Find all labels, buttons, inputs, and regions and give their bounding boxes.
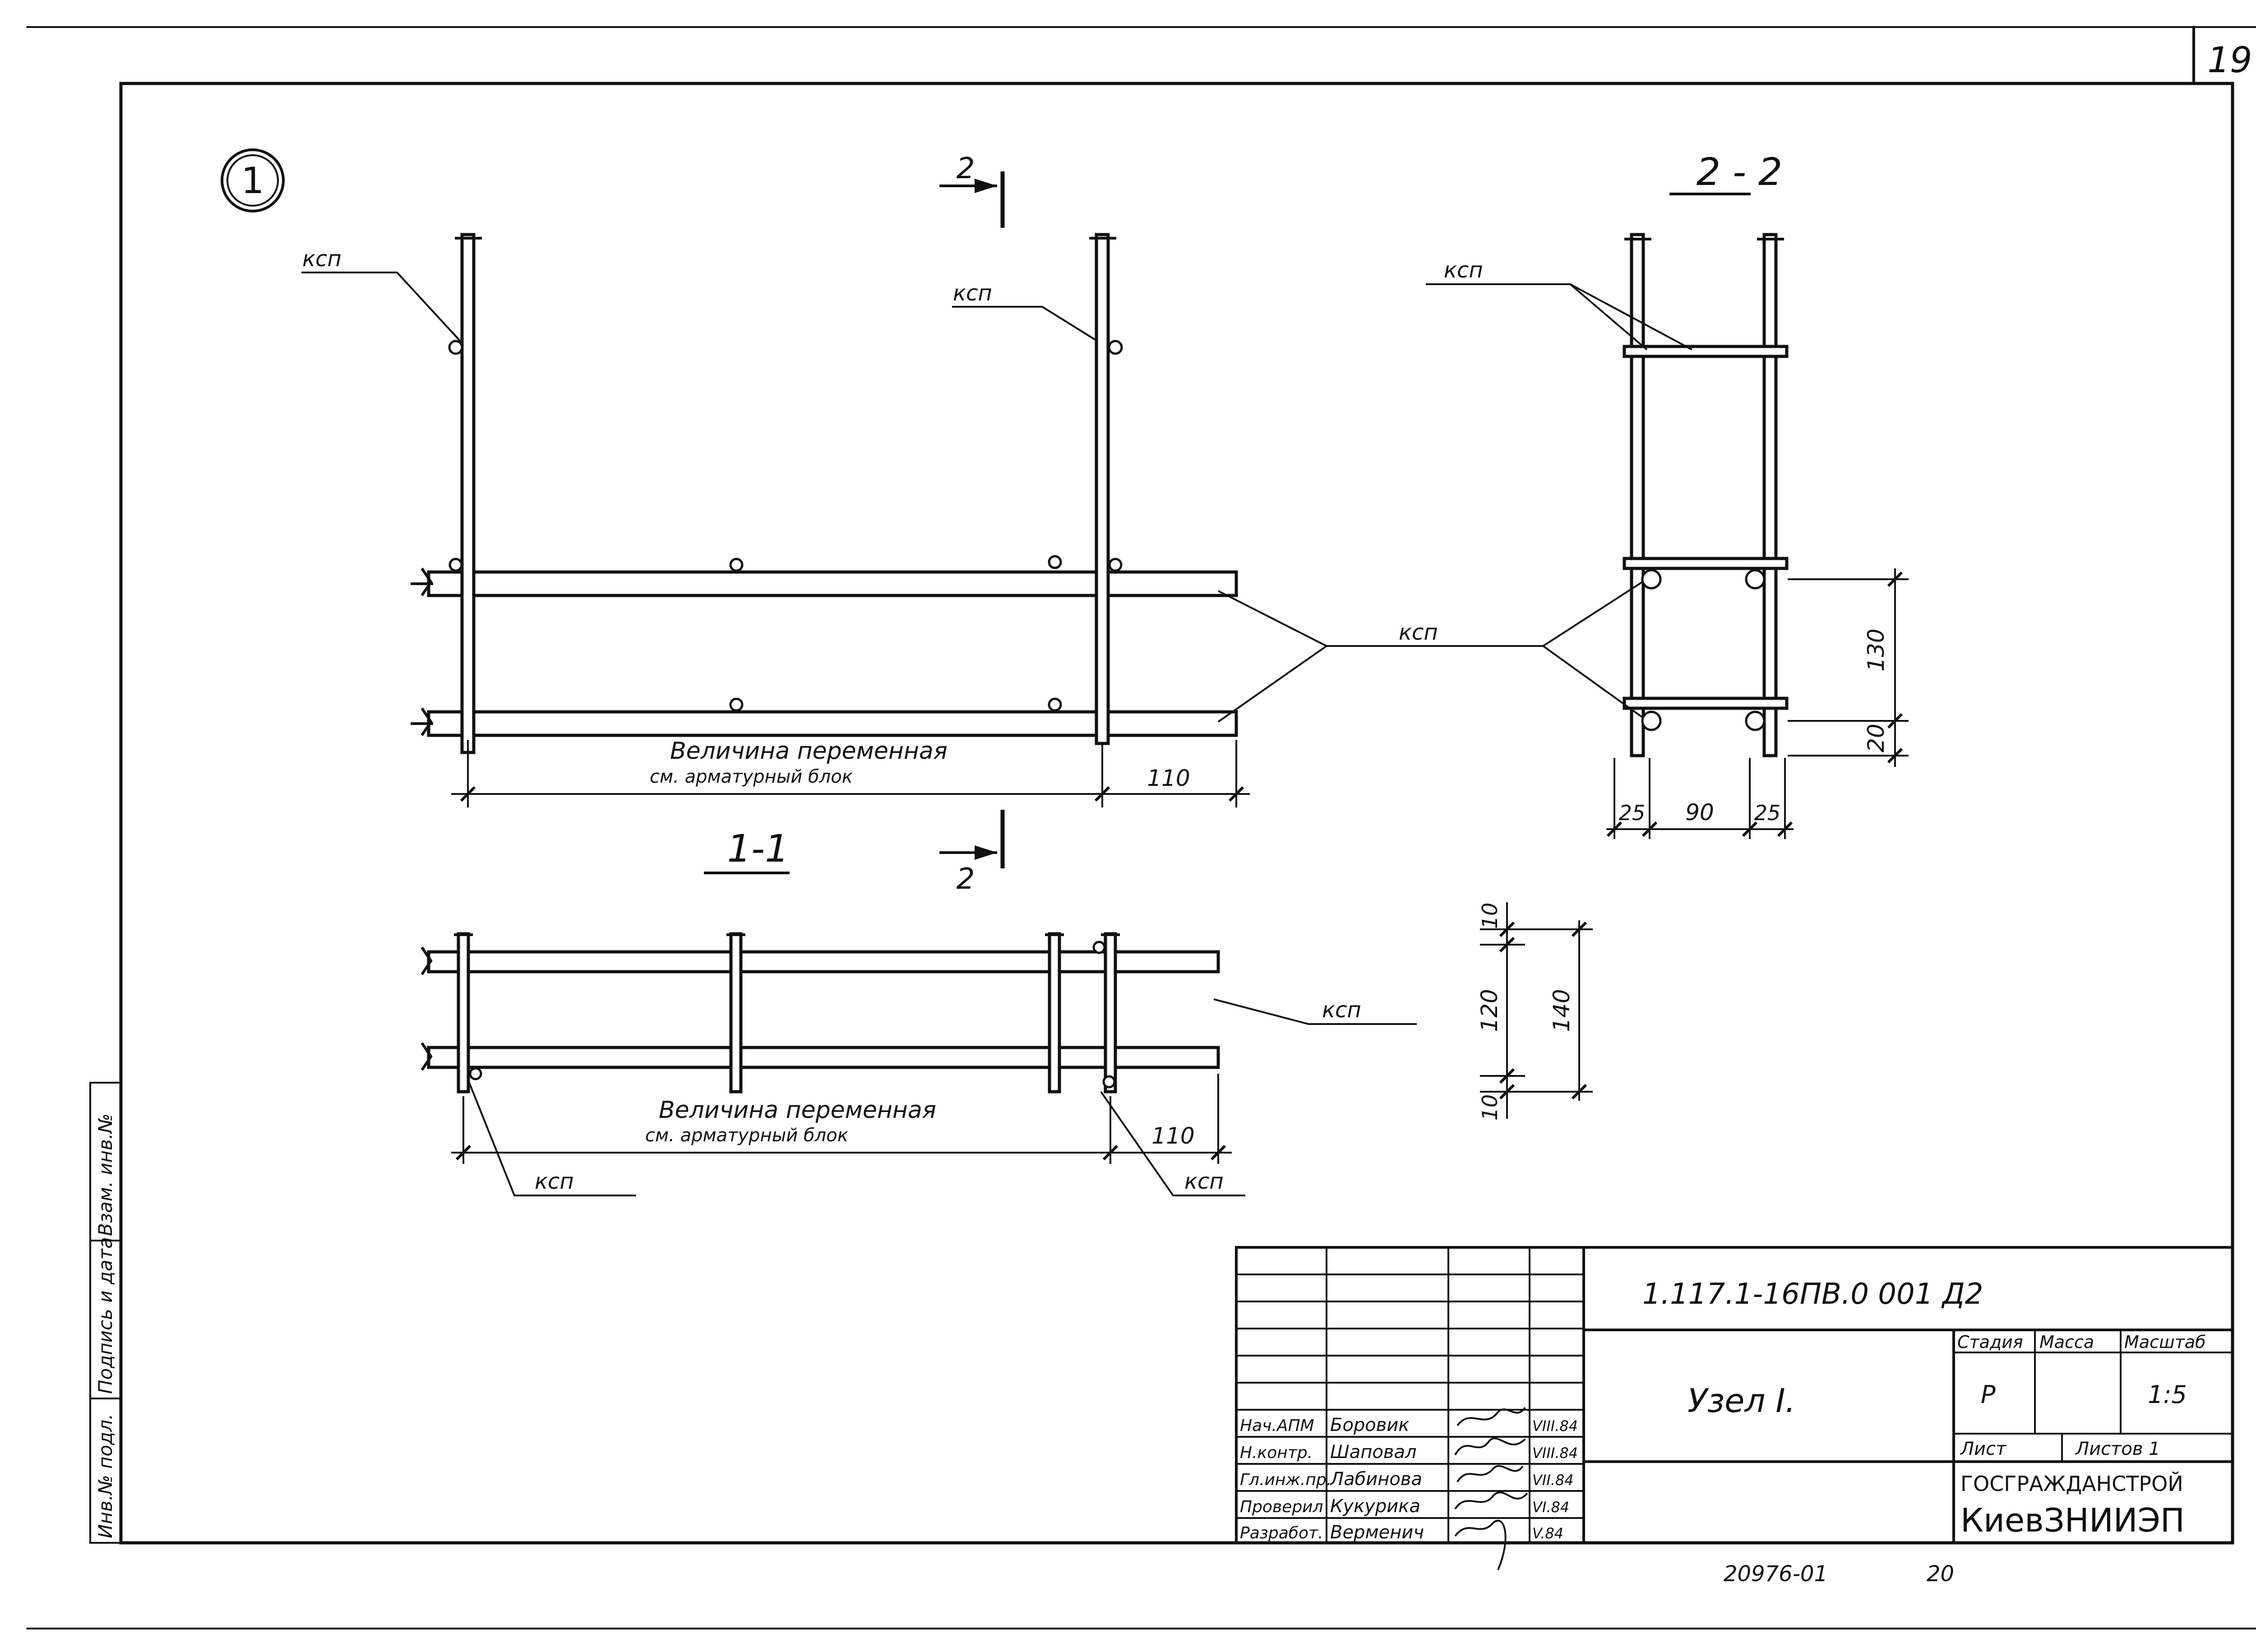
footer: 20976-01 20 bbox=[1724, 1561, 1954, 1587]
left-binding-strip: Инв.№ подл. Подпись и дата Взам. инв.№ bbox=[89, 1082, 122, 1544]
organization-line-1: ГОСГРАЖДАНСТРОЙ bbox=[1960, 1472, 2183, 1496]
signature-role-1: Н.контр. bbox=[1240, 1444, 1313, 1462]
plan-bottom-ksp-label: ксп bbox=[1184, 1169, 1224, 1194]
top-right-vertical-bar bbox=[1095, 233, 1110, 745]
signature-date-4: V.84 bbox=[1532, 1525, 1563, 1542]
section-left-vertical-bar bbox=[1630, 233, 1645, 757]
shared-ksp-label: ксп bbox=[1399, 620, 1438, 645]
signature-name-2: Лабинова bbox=[1329, 1469, 1422, 1490]
cut-arrow-upper-label: 2 bbox=[957, 152, 975, 185]
plan-dim-10-bottom: 10 bbox=[1478, 1094, 1502, 1121]
top-end-dimension: 110 bbox=[1147, 765, 1190, 791]
plan-dim-10-top: 10 bbox=[1478, 903, 1502, 929]
drawing-title: Узел I. bbox=[1687, 1382, 1795, 1420]
stage-header: Стадия bbox=[1957, 1332, 2023, 1352]
section-dim-130: 130 bbox=[1863, 628, 1889, 671]
plan-span-label-1: Величина переменная bbox=[659, 1097, 936, 1124]
top-left-vertical-bar bbox=[460, 233, 476, 754]
strip-cell-inv-no: Инв.№ подл. bbox=[94, 1414, 116, 1538]
signature-name-1: Шаповал bbox=[1330, 1442, 1417, 1463]
signature-date-3: VI.84 bbox=[1532, 1499, 1569, 1516]
top-upper-longitudinal-bar bbox=[427, 570, 1238, 597]
plan-span-label-2: см. арматурный блок bbox=[645, 1125, 848, 1146]
section-cut-arrows: 2 2 bbox=[939, 152, 1005, 896]
cut-arrow-lower-label: 2 bbox=[957, 863, 975, 896]
signature-role-0: Нач.АПМ bbox=[1240, 1417, 1314, 1435]
section-dim-25-left: 25 bbox=[1619, 801, 1646, 825]
signature-date-0: VIII.84 bbox=[1532, 1417, 1578, 1435]
section-top-ksp-label: ксп bbox=[1444, 258, 1483, 283]
document-code: 1.117.1-16ПВ.0 001 Д2 bbox=[1642, 1278, 1983, 1311]
plan-end-dimension: 110 bbox=[1151, 1123, 1194, 1149]
section-dim-25-right: 25 bbox=[1754, 801, 1781, 825]
plan-right-ksp-label: ксп bbox=[1322, 997, 1361, 1023]
plan-dim-120: 120 bbox=[1476, 989, 1502, 1032]
sheets-label: Листов 1 bbox=[2075, 1439, 2160, 1459]
signature-date-2: VII.84 bbox=[1532, 1472, 1574, 1489]
top-right-ksp-label: ксп bbox=[953, 281, 992, 306]
signature-role-4: Разработ. bbox=[1240, 1524, 1323, 1542]
signature-role-2: Гл.инж.пр. bbox=[1240, 1471, 1331, 1489]
section-dim-20: 20 bbox=[1863, 724, 1889, 752]
handwritten-signatures bbox=[1454, 1407, 1528, 1570]
signature-name-0: Боровик bbox=[1330, 1415, 1410, 1435]
organization-line-2: КиевЗНИИЭП bbox=[1960, 1501, 2185, 1539]
scale-header: Масштаб bbox=[2124, 1332, 2206, 1352]
signature-name-4: Верменич bbox=[1330, 1522, 1424, 1543]
title-block: Нач.АПМ Боровик VIII.84 Н.контр. Шаповал… bbox=[1235, 1246, 2234, 1570]
top-lower-longitudinal-bar bbox=[427, 710, 1238, 737]
section-2-2-view: 2 - 2 ксп 130 20 bbox=[1426, 150, 1909, 839]
strip-cell-replacement-inv: Взам. инв.№ bbox=[94, 1113, 116, 1236]
mass-header: Масса bbox=[2039, 1332, 2094, 1352]
plan-dim-140: 140 bbox=[1549, 989, 1575, 1032]
section-right-vertical-bar bbox=[1762, 233, 1778, 757]
signature-date-1: VIII.84 bbox=[1532, 1444, 1578, 1462]
section-top-cross-bar bbox=[1623, 345, 1789, 358]
sheet-frame: 19 bbox=[26, 26, 2256, 1629]
shared-ksp-callout: ксп bbox=[1217, 581, 1643, 723]
scale-value: 1:5 bbox=[2148, 1380, 2187, 1409]
section-1-1-label: 1-1 bbox=[727, 826, 789, 871]
top-span-label-1: Величина переменная bbox=[670, 738, 948, 765]
detail-marker-number: 1 bbox=[241, 160, 264, 202]
signature-name-3: Кукурика bbox=[1330, 1496, 1420, 1517]
section-1-1-plan-view: ксп ксп ксп Величина переменная см. арма… bbox=[421, 902, 1593, 1196]
plan-upper-bar bbox=[427, 950, 1220, 974]
section-bottom-cross-bar bbox=[1623, 697, 1789, 710]
top-span-label-2: см. арматурный блок bbox=[650, 766, 853, 787]
page-number: 19 bbox=[2207, 40, 2252, 81]
order-number: 20976-01 bbox=[1724, 1561, 1828, 1587]
plan-lower-bar bbox=[427, 1046, 1220, 1069]
section-2-2-label: 2 - 2 bbox=[1697, 150, 1783, 194]
stage-value: Р bbox=[1981, 1380, 1996, 1409]
section-middle-cross-bar bbox=[1623, 557, 1789, 570]
detail-marker: 1 bbox=[221, 148, 285, 212]
section-dim-90: 90 bbox=[1685, 799, 1714, 826]
sheet-label: Лист bbox=[1960, 1439, 2007, 1459]
signature-role-3: Проверил bbox=[1240, 1498, 1323, 1516]
top-elevation-view: ксп ксп Величина переменная см. арматурн… bbox=[301, 233, 1250, 808]
section-1-1-title: 1-1 bbox=[704, 826, 790, 874]
strip-cell-signature-date: Подпись и дата bbox=[94, 1237, 116, 1394]
copy-number: 20 bbox=[1927, 1561, 1954, 1587]
plan-left-ksp-label: ксп bbox=[535, 1169, 574, 1194]
top-left-ksp-label: ксп bbox=[302, 246, 342, 272]
